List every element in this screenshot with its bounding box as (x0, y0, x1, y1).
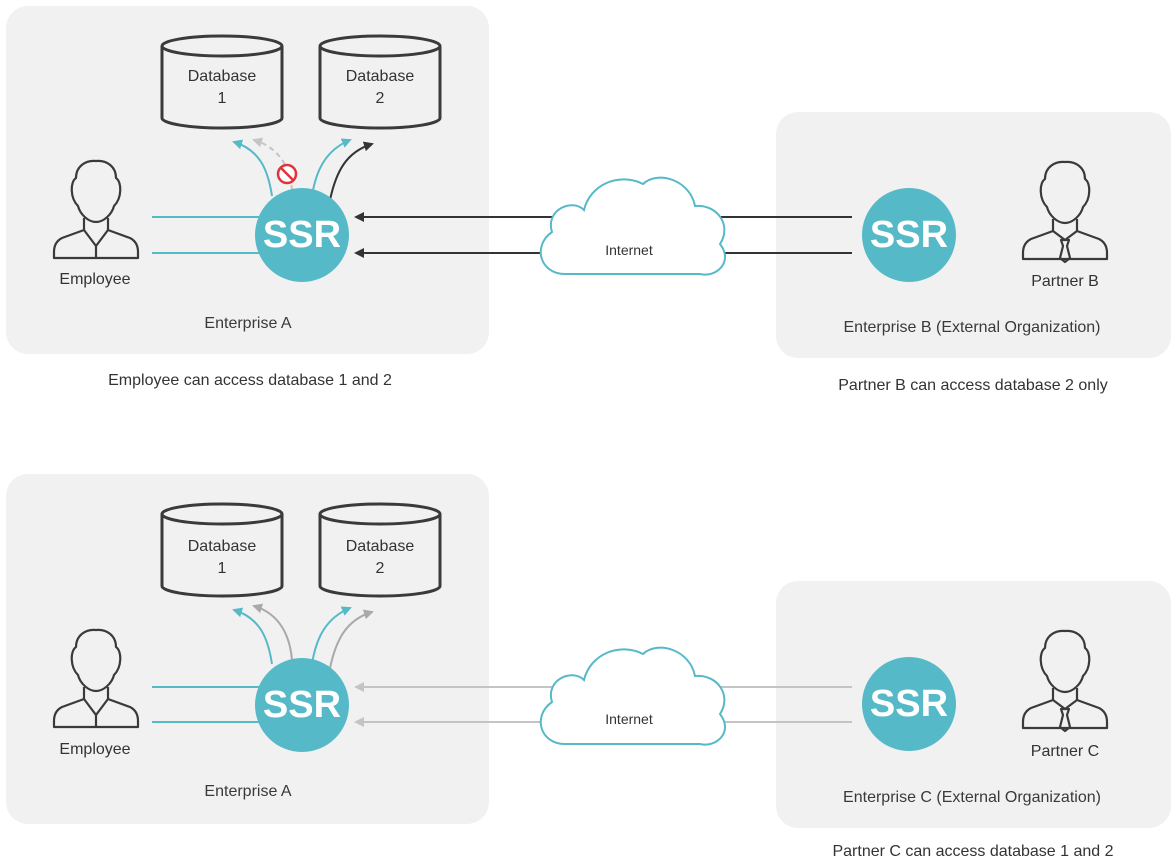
partner-to-db1-arrow (252, 603, 293, 661)
database-icon (160, 34, 284, 130)
database-icon (160, 502, 284, 598)
database-1-label: Database 1 (187, 68, 257, 107)
ssr-node-enterprise-c[interactable]: SSR (862, 657, 956, 751)
partner-to-db2-arrow (329, 609, 374, 669)
employee-to-db2-arrow (311, 606, 352, 665)
enterprise-a-panel-bottom (6, 474, 489, 824)
employee-access-caption: Employee can access database 1 and 2 (108, 372, 392, 389)
partner-to-db2-arrow (329, 141, 374, 201)
enterprise-c-label: Enterprise C (External Organization) (843, 789, 1101, 806)
employee-to-db2-arrow (311, 138, 352, 197)
ssr-node-enterprise-a[interactable]: SSR (255, 658, 349, 752)
employee-to-db1-arrow (232, 607, 273, 665)
partner-c-access-caption: Partner C can access database 1 and 2 (832, 843, 1114, 860)
database-icon (318, 502, 442, 598)
partner-b-access-caption: Partner B can access database 2 only (838, 377, 1108, 394)
database-1-label: Database 1 (187, 538, 257, 577)
enterprise-a-panel-top (6, 6, 489, 354)
person-icon (52, 159, 140, 260)
person-icon (52, 628, 140, 729)
ssr-node-enterprise-b[interactable]: SSR (862, 188, 956, 282)
enterprise-b-label: Enterprise B (External Organization) (843, 319, 1101, 336)
database-2-label: Database 2 (345, 538, 415, 577)
internet-label: Internet (605, 711, 653, 727)
employee-to-db1-arrow (232, 139, 273, 197)
database-2-label: Database 2 (345, 68, 415, 107)
enterprise-a-label: Enterprise A (204, 783, 292, 800)
blocked-icon (276, 163, 298, 185)
employee-label: Employee (59, 741, 131, 758)
ssr-node-enterprise-a[interactable]: SSR (255, 188, 349, 282)
database-icon (318, 34, 442, 130)
partner-b-label: Partner B (1031, 273, 1099, 290)
enterprise-a-label: Enterprise A (204, 315, 292, 332)
internet-label: Internet (605, 242, 653, 258)
cloud-icon (539, 176, 727, 276)
person-tie-icon (1021, 629, 1109, 733)
person-tie-icon (1021, 160, 1109, 264)
enterprise-c-panel (776, 581, 1171, 828)
enterprise-b-panel (776, 112, 1171, 358)
partner-c-label: Partner C (1030, 743, 1100, 760)
employee-label: Employee (59, 271, 131, 288)
cloud-icon (539, 646, 727, 746)
